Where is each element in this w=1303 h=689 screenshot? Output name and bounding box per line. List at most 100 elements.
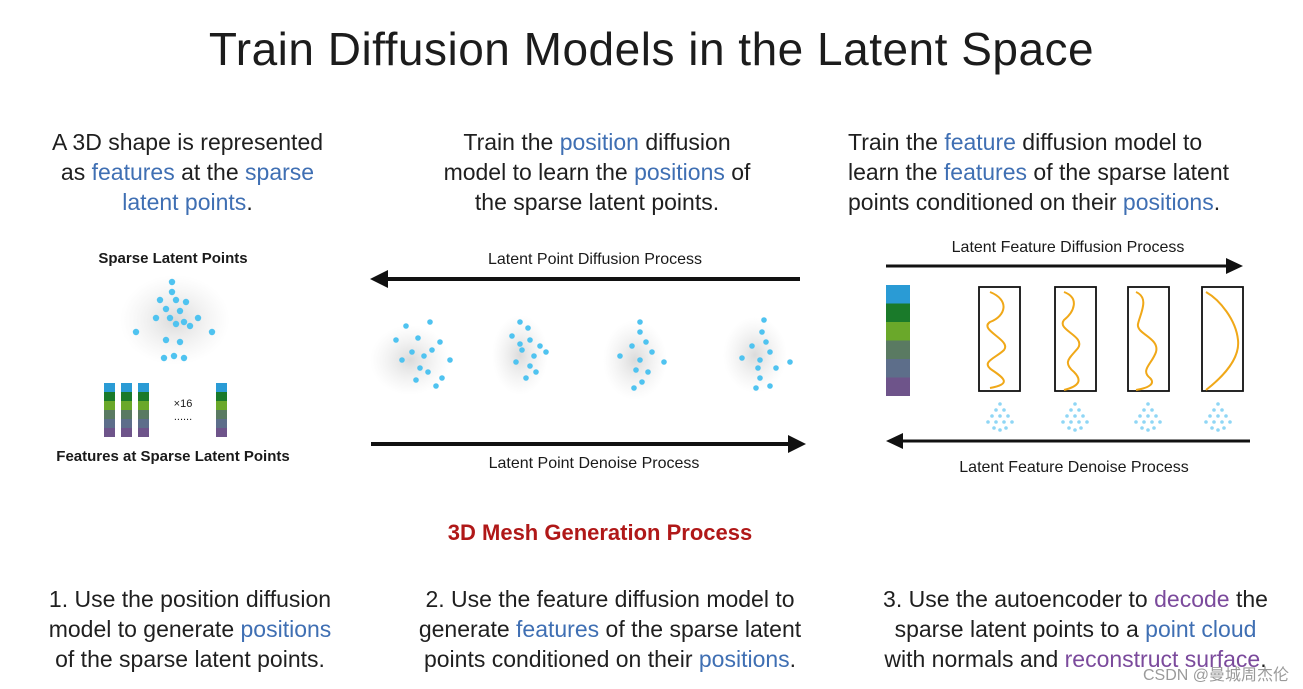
latent-point	[1158, 420, 1162, 424]
latent-point	[409, 349, 415, 355]
latent-point	[637, 329, 643, 335]
latent-point	[168, 278, 176, 286]
latent-point	[447, 357, 453, 363]
distribution-box	[1054, 286, 1097, 392]
latent-point	[1146, 428, 1150, 432]
feature-mini-point-clouds	[986, 402, 1232, 432]
latent-point	[156, 296, 164, 304]
latent-point	[990, 414, 994, 418]
latent-point	[393, 337, 399, 343]
feature-cell	[104, 401, 115, 410]
latent-point	[1216, 414, 1220, 418]
text-segment: A 3D shape is represented	[51, 129, 324, 155]
text-segment: of the sparse latent	[1027, 159, 1230, 185]
feature-cell	[138, 383, 149, 392]
latent-point	[517, 319, 523, 325]
text-segment: the sparse latent points.	[474, 189, 720, 215]
latent-point	[421, 353, 427, 359]
latent-point	[415, 335, 421, 341]
latent-point	[1210, 426, 1214, 430]
text-segment: of the sparse latent	[599, 616, 802, 642]
latent-point	[437, 339, 443, 345]
feature-cell	[216, 410, 227, 419]
latent-point	[182, 298, 190, 306]
text-segment: 3. Use the autoencoder to	[883, 586, 1155, 612]
latent-point	[761, 317, 767, 323]
text-segment: generate	[418, 616, 517, 642]
feature-cell	[216, 401, 227, 410]
latent-point	[1208, 414, 1212, 418]
feature-cell	[216, 419, 227, 428]
feature-cell	[121, 383, 132, 392]
latent-point	[645, 369, 651, 375]
feature-distribution-boxes	[978, 286, 1244, 392]
latent-point	[1212, 408, 1216, 412]
latent-point	[1002, 420, 1006, 424]
latent-point	[439, 375, 445, 381]
latent-point	[152, 314, 160, 322]
page-title: Train Diffusion Models in the Latent Spa…	[208, 23, 1095, 75]
distribution-curve	[1135, 291, 1158, 391]
latent-point	[1228, 420, 1232, 424]
latent-point	[633, 367, 639, 373]
latent-point	[525, 325, 531, 331]
feature-cell	[886, 359, 910, 378]
distribution-box	[1201, 286, 1244, 392]
latent-point	[1220, 408, 1224, 412]
latent-point	[176, 307, 184, 315]
latent-point	[649, 349, 655, 355]
latent-point	[523, 375, 529, 381]
latent-point	[1146, 414, 1150, 418]
shape-shadow	[723, 317, 787, 393]
latent-point	[429, 347, 435, 353]
latent-point	[132, 328, 140, 336]
text-segment: latent points	[122, 189, 247, 215]
latent-point	[180, 318, 188, 326]
latent-point	[1077, 420, 1081, 424]
text-segment: .	[1213, 189, 1221, 215]
text-segment: .	[789, 646, 797, 672]
sparse-latent-point-cloud	[132, 278, 216, 362]
latent-point	[1069, 408, 1073, 412]
latent-point	[1216, 428, 1220, 432]
feature-cell	[104, 392, 115, 401]
latent-point	[166, 314, 174, 322]
text-segment: position	[559, 129, 639, 155]
latent-point	[433, 383, 439, 389]
latent-point	[1220, 420, 1224, 424]
latent-point	[992, 426, 996, 430]
text-segment: positions	[240, 616, 332, 642]
latent-point	[517, 341, 523, 347]
latent-point	[1204, 420, 1208, 424]
latent-point	[1077, 408, 1081, 412]
latent-point	[1142, 408, 1146, 412]
text-segment: points conditioned on their	[848, 189, 1123, 215]
text-segment: .	[246, 189, 253, 215]
text-segment: features	[943, 159, 1028, 185]
right-figure: Latent Feature Diffusion Process Latent …	[886, 239, 1250, 476]
latent-point	[160, 354, 168, 362]
latent-point	[399, 357, 405, 363]
latent-point	[1006, 414, 1010, 418]
feature-cell	[138, 419, 149, 428]
latent-point	[1069, 420, 1073, 424]
feature-cell	[104, 410, 115, 419]
text-segment: model to generate	[48, 616, 241, 642]
feature-color-stack	[886, 285, 910, 396]
feature-cell	[138, 428, 149, 437]
distribution-box	[978, 286, 1021, 392]
text-segment: sparse	[245, 159, 315, 185]
distribution-curve	[1061, 291, 1081, 391]
feature-cell	[886, 340, 910, 359]
generation-process-heading: 3D Mesh Generation Process	[447, 520, 753, 545]
latent-point	[527, 337, 533, 343]
latent-point	[1212, 420, 1216, 424]
text-segment: .	[1260, 646, 1267, 672]
latent-point	[639, 379, 645, 385]
latent-point	[631, 385, 637, 391]
latent-point	[413, 377, 419, 383]
text-segment: of the sparse latent points.	[55, 646, 325, 672]
latent-point	[1154, 414, 1158, 418]
